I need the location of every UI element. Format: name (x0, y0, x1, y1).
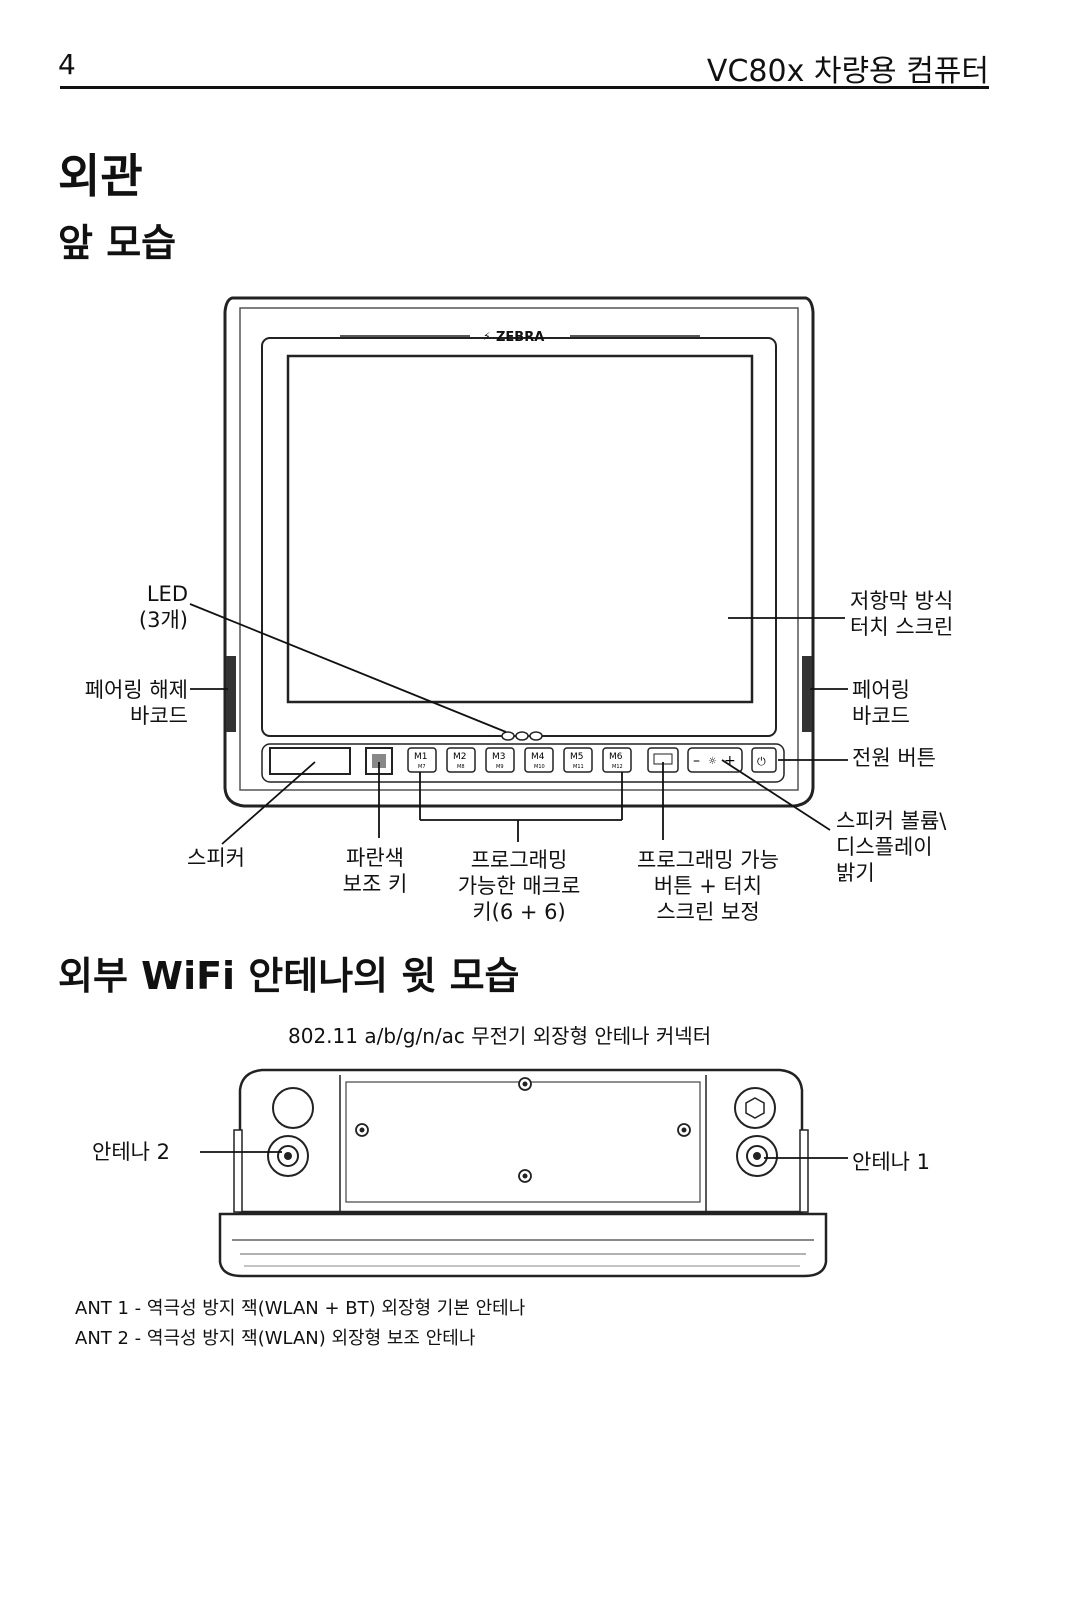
macro-key-sub: M12 (612, 764, 623, 770)
label-blue-key: 파란색 보조 키 (342, 846, 408, 896)
label-antenna-2: 안테나 2 (92, 1140, 170, 1164)
macro-key-sub: M10 (534, 764, 545, 770)
power-icon: ⏻ (757, 755, 766, 768)
macro-key-label: M4 (531, 752, 545, 762)
antenna-caption: 802.11 a/b/g/n/ac 무전기 외장형 안테나 커넥터 (288, 1024, 712, 1048)
label-led: LED (3개) (138, 582, 188, 632)
label-unpair-barcode: 페어링 해제 바코드 (84, 678, 188, 728)
plus-icon: + (724, 753, 736, 769)
header-rule (60, 86, 989, 89)
antenna-note-1: ANT 1 - 역극성 방지 잭(WLAN + BT) 외장형 기본 안테나 (75, 1298, 526, 1319)
macro-key-label: M1 (414, 752, 428, 762)
label-programmable-button: 프로그래밍 가능 버튼 + 터치 스크린 보정 (637, 848, 779, 924)
label-antenna-1: 안테나 1 (852, 1150, 930, 1174)
label-pair-barcode: 페어링 바코드 (852, 678, 910, 728)
macro-key-sub: M7 (418, 764, 426, 770)
macro-key-label: M2 (453, 752, 467, 762)
label-resistive-screen: 저항막 방식 터치 스크린 (850, 589, 954, 639)
label-power-button: 전원 버튼 (852, 746, 936, 770)
subsection-heading-wifi: 외부 WiFi 안테나의 윗 모습 (58, 954, 520, 998)
macro-key-label: M6 (609, 752, 623, 762)
macro-key-row: M1 M7 M2 M8 M3 M9 M4 M10 M5 M11 M6 M12 (407, 747, 632, 773)
macro-key-sub: M11 (573, 764, 584, 770)
minus-icon: – (693, 753, 700, 769)
label-macro-keys: 프로그래밍 가능한 매크로 키(6 + 6) (457, 848, 581, 924)
macro-key-label: M3 (492, 752, 506, 762)
antenna-note-2: ANT 2 - 역극성 방지 잭(WLAN) 외장형 보조 안테나 (75, 1328, 476, 1349)
page-number: 4 (58, 48, 76, 81)
brand-logo: ZEBRA (496, 330, 544, 345)
label-speaker: 스피커 (187, 846, 245, 870)
macro-key-sub: M8 (457, 764, 465, 770)
section-heading: 외관 (58, 149, 143, 203)
subsection-heading-front: 앞 모습 (58, 221, 177, 265)
brightness-icon: ☼ (708, 756, 717, 767)
macro-key-label: M5 (570, 752, 584, 762)
label-speaker-volume: 스피커 볼륨\ 디스플레이 밝기 (836, 809, 947, 885)
document-title: VC80x 차량용 컴퓨터 (706, 54, 989, 89)
zebra-icon: ⚡ (483, 330, 491, 343)
macro-key-sub: M9 (496, 764, 504, 770)
